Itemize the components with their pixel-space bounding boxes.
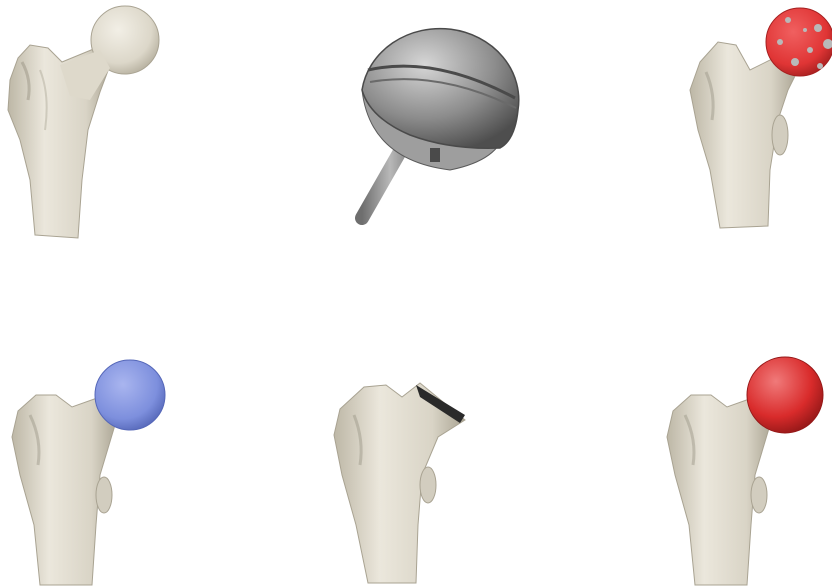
lesser-trochanter (420, 467, 436, 503)
femur-implant-fitted-figure (655, 355, 832, 588)
femoral-head-implant-figure (340, 0, 530, 240)
lesser-trochanter (751, 477, 767, 513)
femur-resected-panel (320, 375, 480, 588)
implant-slot (430, 148, 440, 162)
femur-fitted-surface-panel (0, 355, 180, 588)
femur-fitted-surface-figure (0, 355, 180, 588)
implant-sphere-head (747, 357, 823, 433)
lesser-trochanter (96, 477, 112, 513)
fitted-head-surface (95, 360, 165, 430)
femur-damaged-head-figure (670, 0, 832, 240)
femur-resected-figure (320, 375, 480, 588)
femoral-head-implant-panel (340, 0, 530, 240)
intact-femur-figure (0, 0, 180, 250)
femur-implant-fitted-panel (655, 355, 832, 588)
femur-damaged-head-panel (670, 0, 832, 240)
lesser-trochanter (772, 115, 788, 155)
intact-femur-panel (0, 0, 180, 250)
